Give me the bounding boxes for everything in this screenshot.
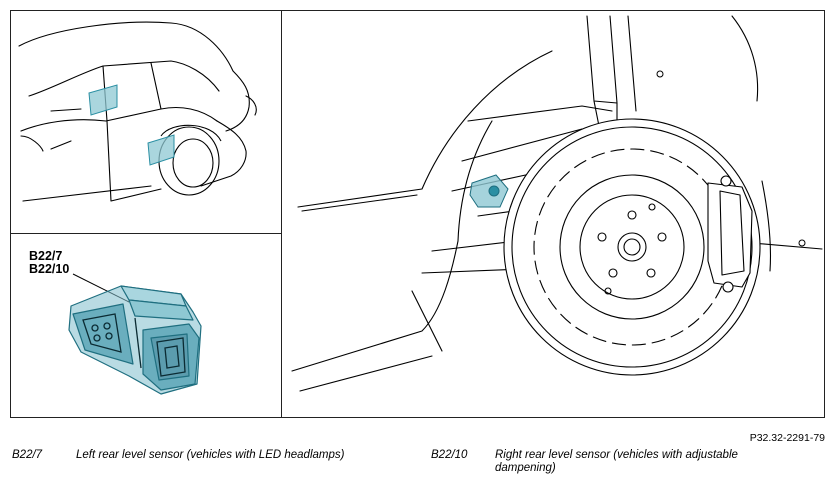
brake-caliper bbox=[707, 175, 753, 293]
callout-label: B22/7 B22/10 bbox=[29, 250, 69, 276]
rear-axle-brake-illustration bbox=[291, 15, 823, 392]
legend-code: B22/7 bbox=[12, 449, 43, 461]
figure-reference: P32.32-2291-79 bbox=[749, 432, 825, 444]
callout-b22-10: B22/10 bbox=[29, 262, 70, 276]
sensor-location-marker-left bbox=[88, 84, 118, 116]
panel-divider-horizontal bbox=[10, 233, 282, 234]
car-location-illustration bbox=[18, 21, 257, 202]
legend-text: Left rear level sensor (vehicles with LE… bbox=[76, 449, 345, 461]
legend-text: Right rear level sensor (vehicles with a… bbox=[495, 449, 738, 474]
brake-disc bbox=[503, 118, 761, 376]
panel-divider-vertical bbox=[281, 10, 282, 418]
legend-code: B22/10 bbox=[431, 449, 468, 461]
rear-wheel bbox=[158, 124, 222, 196]
level-sensor-illustration bbox=[68, 273, 202, 395]
callout-b22-7: B22/7 bbox=[29, 249, 63, 263]
diagram-frame bbox=[10, 10, 825, 418]
level-sensor-installed-marker bbox=[469, 174, 509, 208]
sensor-location-marker-right bbox=[147, 134, 175, 166]
